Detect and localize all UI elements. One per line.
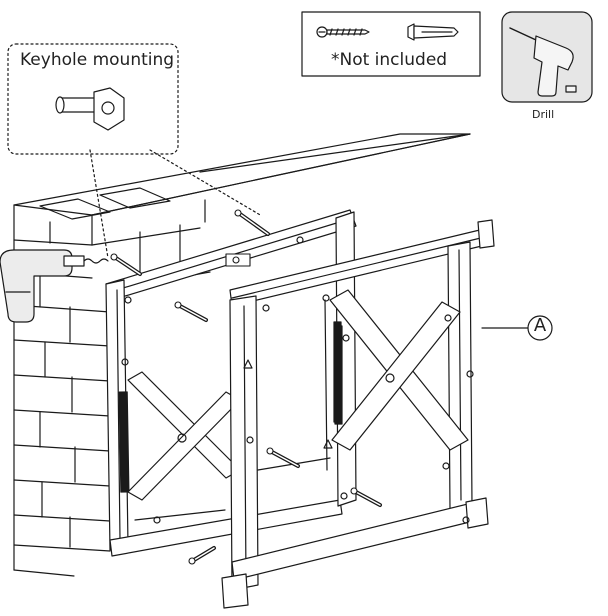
not-included-box: [301, 11, 481, 77]
part-a-callout: [481, 315, 553, 341]
mounting-screws: [110, 209, 382, 565]
drill-tool-box: [501, 11, 593, 103]
screw-icon: [234, 209, 270, 236]
part-a-letter: A: [533, 315, 547, 336]
wall-anchor-icon: [407, 23, 459, 41]
not-included-label: *Not included: [331, 50, 448, 70]
drill-label: Drill: [532, 108, 555, 121]
keyhole-callout: [7, 43, 263, 259]
bolt-icon: [55, 87, 125, 131]
screw-icon: [188, 546, 216, 565]
keyhole-mounting-label: Keyhole mounting: [20, 50, 175, 70]
screw-icon: [174, 301, 208, 322]
screw-icon: [266, 447, 300, 468]
drill-icon: [509, 27, 577, 97]
screw-icon: [350, 487, 382, 507]
screw-icon: [110, 253, 142, 276]
drill-in-use-icon: [0, 249, 109, 323]
screw-icon: [316, 26, 370, 38]
display-bracket-frame: [221, 219, 495, 609]
